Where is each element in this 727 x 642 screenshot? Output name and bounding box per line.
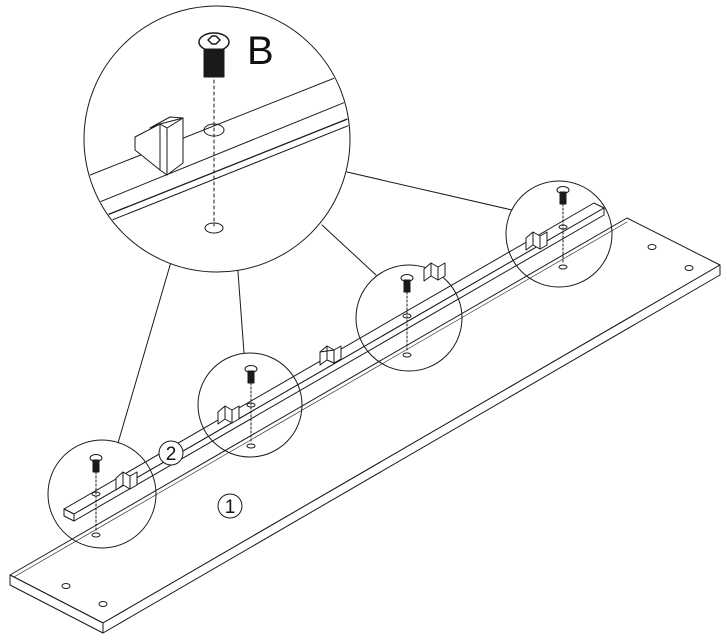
board-hole <box>684 265 694 271</box>
bracket-clip <box>319 345 342 366</box>
bracket-clip-detail <box>134 116 184 176</box>
board-pilot-hole <box>91 532 101 538</box>
board-pilot-hole <box>402 352 412 358</box>
screw-b <box>244 365 258 384</box>
rail-hole <box>558 224 568 230</box>
board-hole <box>61 583 71 589</box>
callout-circle <box>47 439 157 549</box>
board-pilot-hole <box>246 443 256 449</box>
screw-b <box>556 186 570 205</box>
rail-hole <box>246 402 256 408</box>
bracket-clip <box>115 471 138 491</box>
callout-circle <box>505 180 613 288</box>
detail-magnified-view <box>83 5 351 273</box>
part-label-board: 1 <box>217 493 243 519</box>
rail-hole <box>402 313 412 319</box>
board-panel <box>9 217 721 634</box>
screw-b <box>400 274 414 293</box>
bracket-clip <box>423 262 446 282</box>
board-pilot-hole <box>558 264 568 270</box>
callout-circle <box>197 352 303 458</box>
board-hole <box>647 244 657 250</box>
bracket-clip <box>217 405 240 425</box>
screw-b <box>89 454 103 473</box>
rail-hole <box>91 491 101 497</box>
fastener-label: B <box>247 29 274 73</box>
part-number-1: 1 <box>225 497 236 518</box>
part-label-rail: 2 <box>158 440 184 466</box>
board-hole-detail <box>204 222 224 234</box>
bracket-clip <box>525 231 548 251</box>
callout-circle <box>355 262 463 372</box>
screw-b-detail <box>198 32 230 78</box>
board-hole <box>98 601 108 607</box>
part-number-2: 2 <box>166 444 177 465</box>
